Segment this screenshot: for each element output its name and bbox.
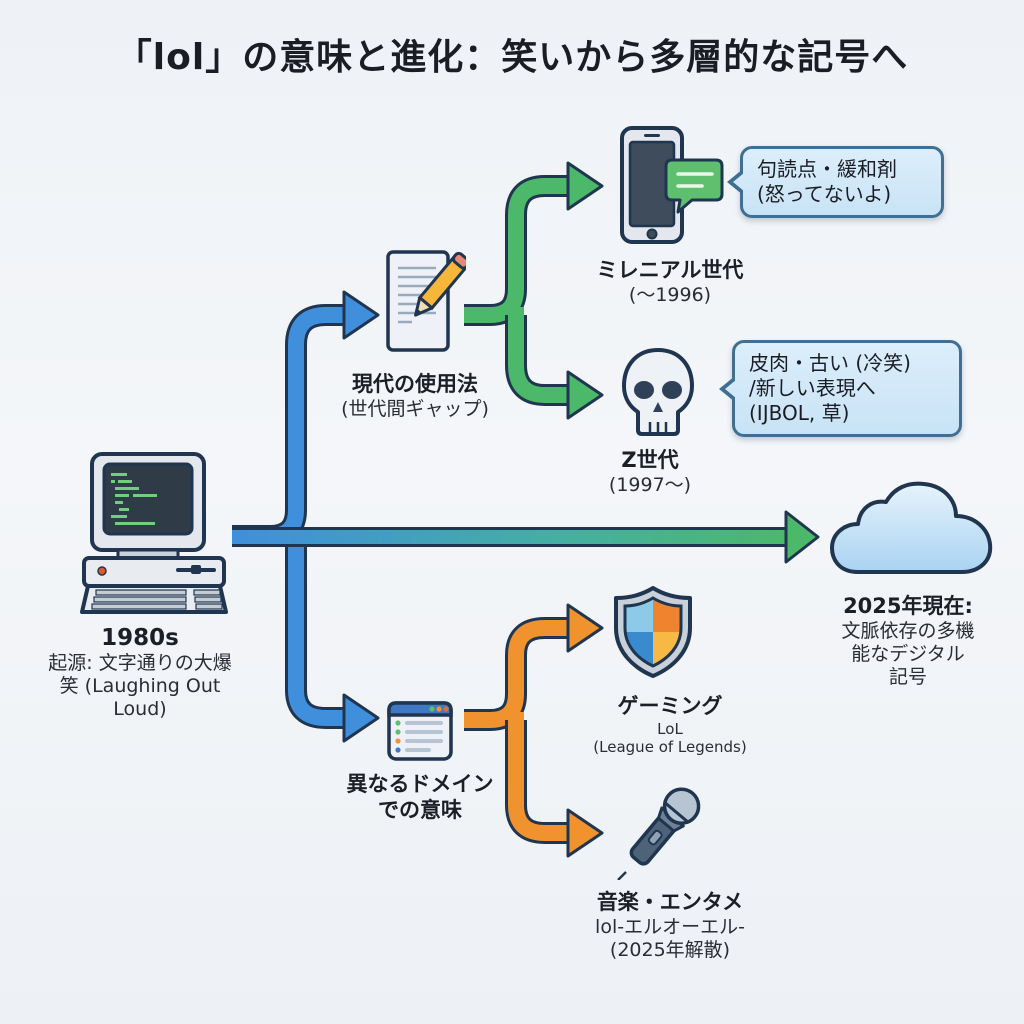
domains-heading-2: での意味 <box>378 797 462 822</box>
origin-desc-3: Loud) <box>113 698 167 721</box>
music-sub-1: lol-エルオーエル- <box>595 915 745 938</box>
arrow-to-gen-z <box>505 307 604 420</box>
millennials-bubble: 句読点・緩和剤 (怒ってないよ) <box>727 146 944 218</box>
arrow-to-music <box>505 712 604 858</box>
millennials-bubble-line2: (怒ってないよ) <box>757 182 892 206</box>
gaming-sub-2: (League of Legends) <box>593 737 747 756</box>
app-window-list-icon <box>387 701 453 761</box>
music-sub-2: (2025年解散) <box>609 938 731 961</box>
origin-label: 1980s 起源: 文字通りの大爆 笑 (Laughing Out Loud) <box>10 624 270 722</box>
microphone-icon <box>617 787 701 880</box>
millennials-sub: (〜1996) <box>628 283 712 306</box>
gen-z-heading: Z世代 <box>621 448 679 472</box>
millennials-heading: ミレニアル世代 <box>596 258 744 282</box>
modern-usage-sub: (世代間ギャップ) <box>341 397 489 420</box>
origin-desc-1: 起源: 文字通りの大爆 <box>48 652 232 675</box>
gen-z-bubble-line2: /新しい表現へ <box>749 376 876 400</box>
millennials-bubble-line1: 句読点・緩和剤 <box>757 157 897 181</box>
gen-z-sub: (1997〜) <box>608 473 692 496</box>
origin-heading: 1980s <box>101 625 179 651</box>
present-desc-2: 能なデジタル <box>851 642 965 665</box>
gen-z-bubble-line1: 皮肉・古い (冷笑) <box>749 351 911 375</box>
retro-computer-icon <box>80 452 228 614</box>
domains-heading-1: 異なるドメイン <box>346 772 494 796</box>
smartphone-chat-icon <box>620 126 724 244</box>
gen-z-bubble-line3: (IJBOL, 草) <box>749 401 850 425</box>
modern-usage-heading: 現代の使用法 <box>352 372 478 396</box>
gen-z-bubble: 皮肉・古い (冷笑) /新しい表現へ (IJBOL, 草) <box>719 340 962 437</box>
arrow-to-millennials <box>464 161 604 326</box>
arrow-to-present <box>232 510 820 564</box>
skull-icon <box>622 348 694 436</box>
gaming-heading: ゲーミング <box>617 694 723 718</box>
gen-z-label: Z世代 (1997〜) <box>570 448 730 497</box>
present-desc-1: 文脈依存の多機 <box>841 619 975 642</box>
present-label: 2025年現在: 文脈依存の多機 能なデジタル 記号 <box>790 594 1024 689</box>
arrow-to-gaming <box>464 603 604 731</box>
domains-label: 異なるドメイン での意味 <box>310 772 530 823</box>
shield-icon <box>614 586 692 678</box>
gaming-label: ゲーミング LoL (League of Legends) <box>560 694 780 756</box>
millennials-label: ミレニアル世代 (〜1996) <box>570 258 770 307</box>
modern-usage-label: 現代の使用法 (世代間ギャップ) <box>300 372 530 421</box>
gaming-sub-1: LoL <box>657 719 683 738</box>
origin-desc-2: 笑 (Laughing Out <box>59 675 221 698</box>
present-desc-3: 記号 <box>888 665 927 688</box>
page-title: 「lol」の意味と進化：笑いから多層的な記号へ <box>115 37 909 78</box>
music-label: 音楽・エンタメ lol-エルオーエル- (2025年解散) <box>540 890 800 962</box>
document-pencil-icon <box>386 250 466 352</box>
music-heading: 音楽・エンタメ <box>596 890 744 914</box>
present-heading: 2025年現在: <box>843 594 973 618</box>
cloud-icon <box>830 481 993 574</box>
arrow-to-domains <box>285 540 380 743</box>
